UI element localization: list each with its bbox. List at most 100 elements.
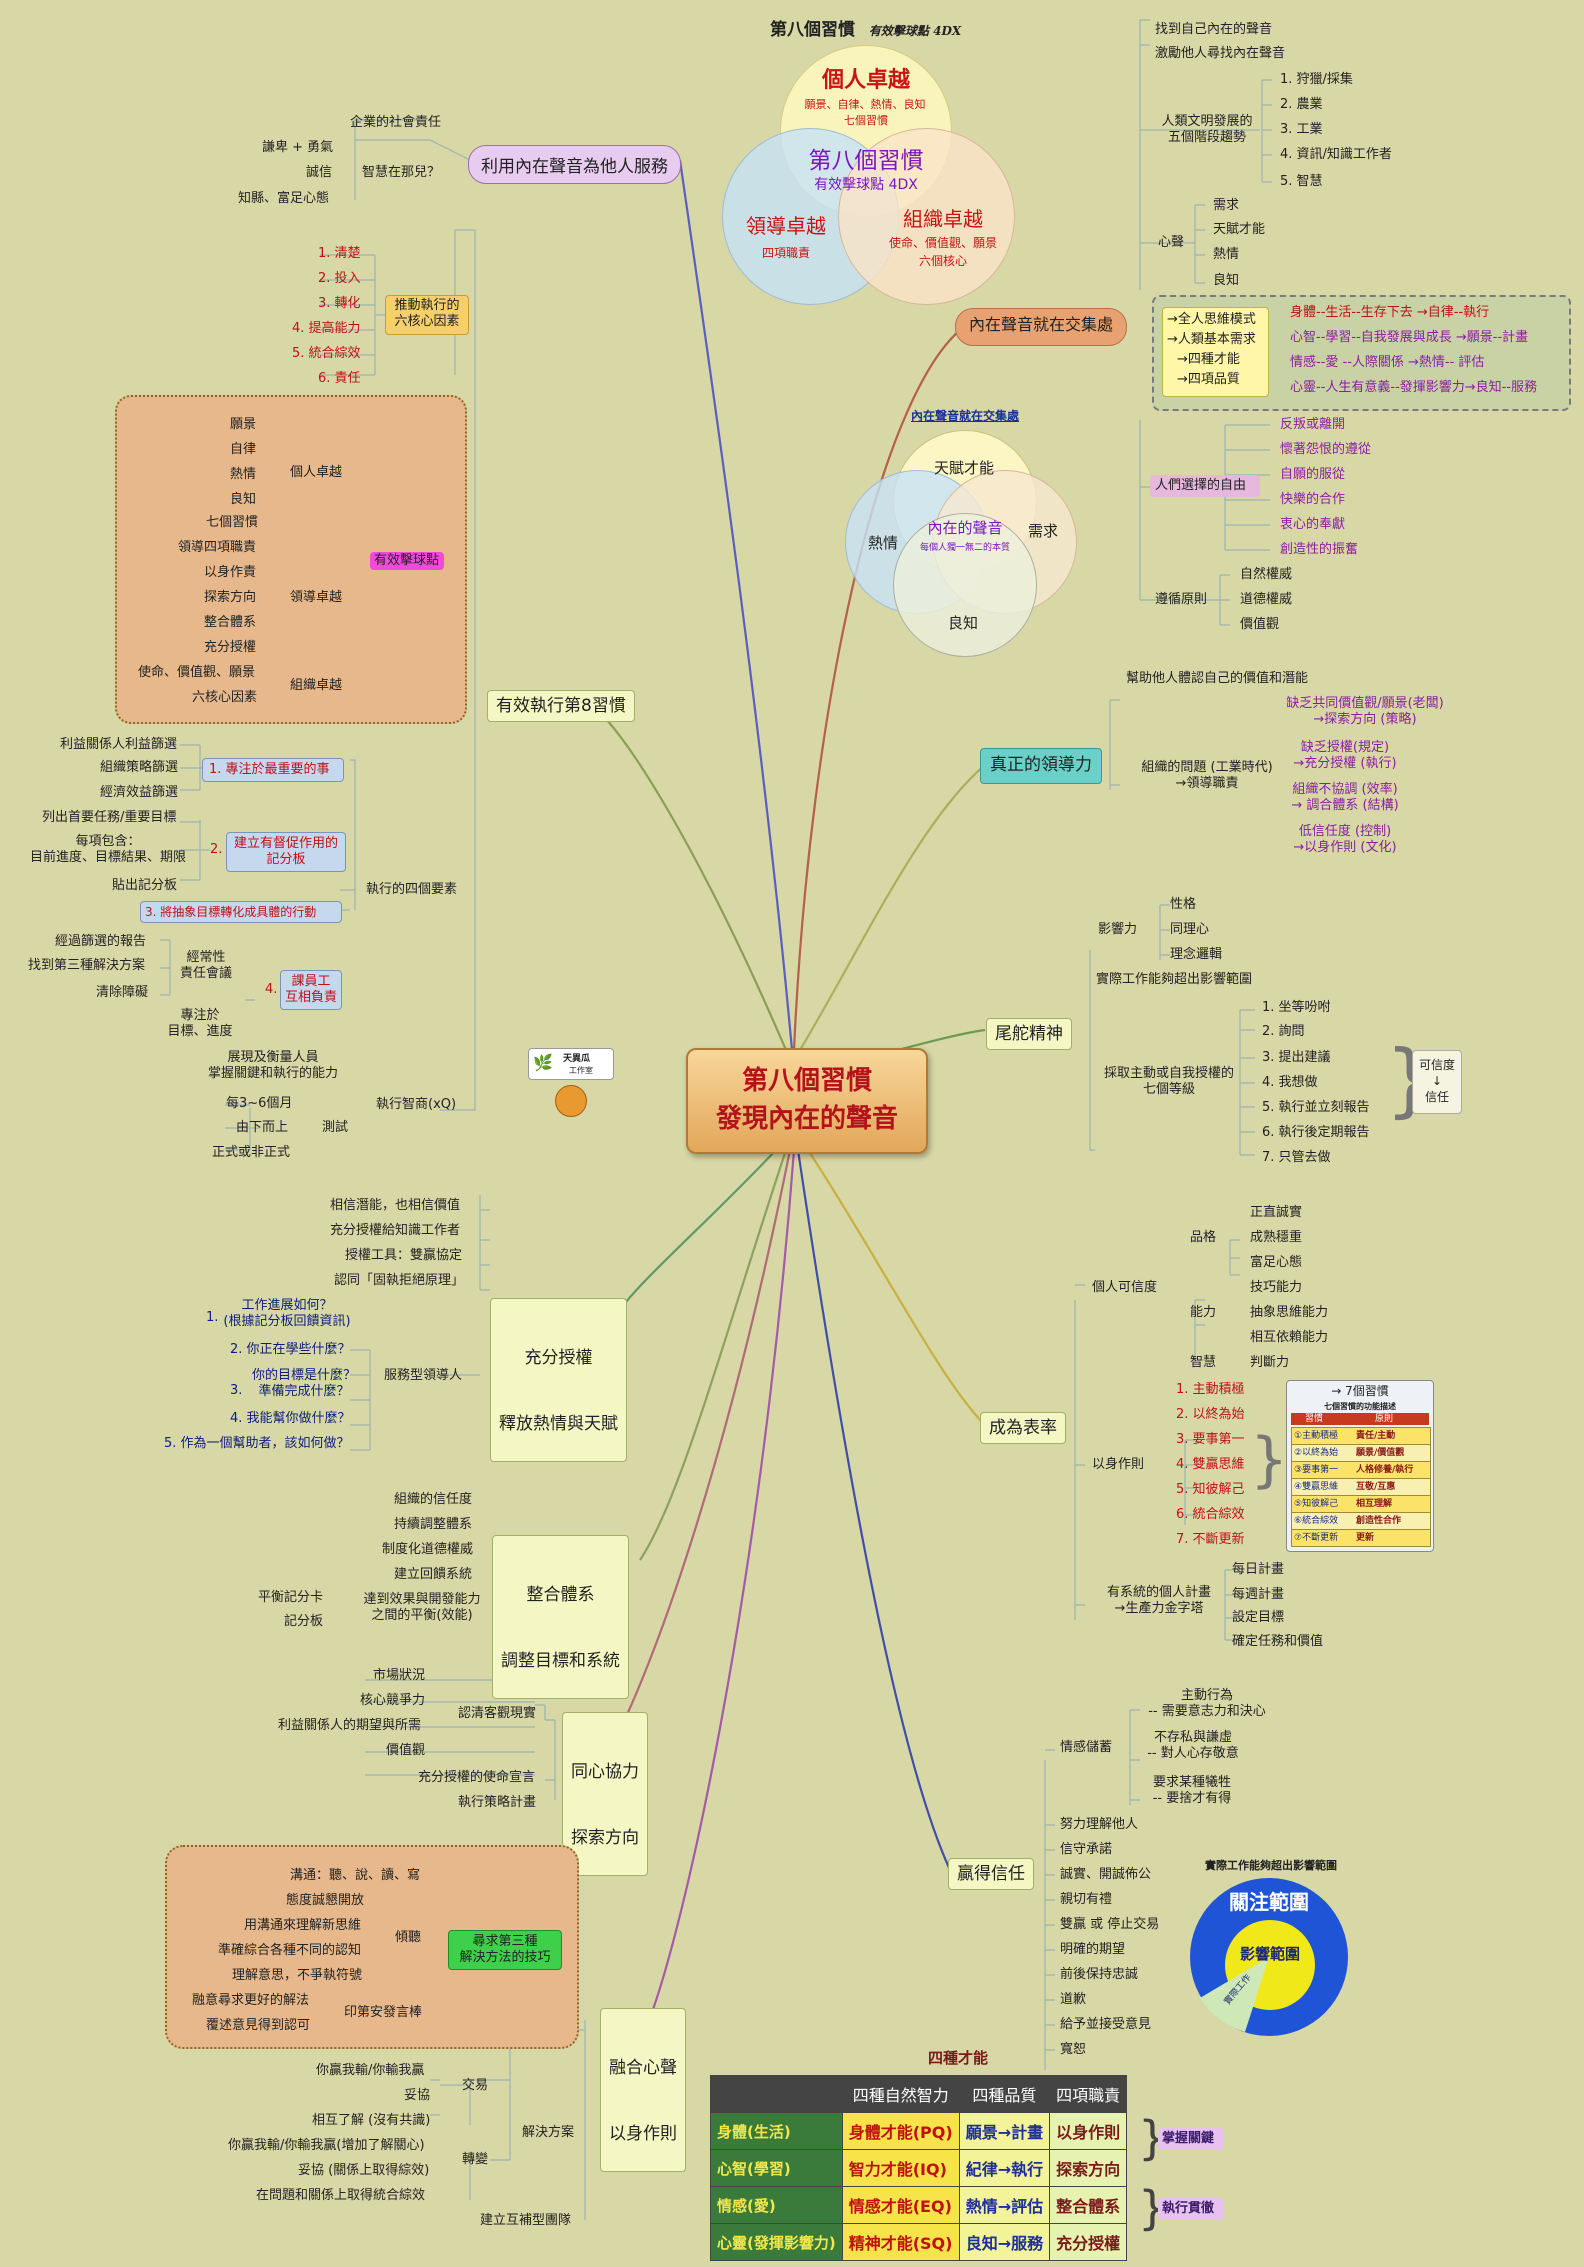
six-item-2: 2. 投入 xyxy=(318,271,361,286)
venn-personal-sub2: 七個習慣 xyxy=(844,114,888,127)
blend-seek: 融意尋求更好的解法 xyxy=(192,1993,310,2008)
civ-item-4: 4. 資訊/知識工作者 xyxy=(1280,147,1392,162)
leader-item-c: 組織不協調 (效率) → 調合體系 (結構) xyxy=(1291,782,1399,813)
choice-item-2: 懷著怨恨的遵從 xyxy=(1280,442,1372,457)
voice-choice: 人們選擇的自由 xyxy=(1150,475,1260,497)
habit-table-row: ①主動積極責任/主動 xyxy=(1291,1427,1431,1445)
transform-item-4: 在問題和關係上取得統合綜效 xyxy=(256,2188,426,2203)
center-line2: 發現內在的聲音 xyxy=(715,1104,898,1134)
branch-blend-1: 融合心聲 xyxy=(609,2058,677,2078)
blend-solution: 解決方案 xyxy=(522,2125,575,2140)
blend-transform: 轉變 xyxy=(462,2152,489,2167)
branch-exec8[interactable]: 有效執行第8習慣 xyxy=(487,690,635,722)
plan-item-1: 每日計畫 xyxy=(1232,1562,1285,1577)
principle-item-3: 價值觀 xyxy=(1240,617,1280,632)
habit-6: 6. 統合綜效 xyxy=(1176,1507,1245,1522)
branch-integrate-2: 調整目標和系統 xyxy=(501,1651,620,1671)
model-box-left: →全人思維模式 →人類基本需求 →四種才能 →四項品質 xyxy=(1162,307,1269,397)
four-cell: 熱情→評估 xyxy=(958,2186,1051,2224)
plan-item-4: 確定任務和價值 xyxy=(1232,1634,1324,1649)
org-item-2: 六核心因素 xyxy=(192,690,258,705)
branch-blend[interactable]: 融合心聲 以身作則 xyxy=(600,2008,686,2172)
civ-item-5: 5. 智慧 xyxy=(1280,174,1323,189)
habit-2: 2. 以終為始 xyxy=(1176,1407,1245,1422)
reality-item-1: 市場狀況 xyxy=(373,1668,426,1683)
four-title: 四種才能 xyxy=(928,2049,989,2067)
trust-item-2: 信守承諾 xyxy=(1060,1842,1113,1857)
character-item-2: 成熟穩重 xyxy=(1250,1230,1303,1245)
venn-mid-center1: 內在的聲音 xyxy=(927,519,1003,537)
habit-table-cell: 創造性合作 xyxy=(1356,1516,1402,1526)
model-character: 品格 xyxy=(1190,1230,1217,1245)
branch-model[interactable]: 成為表率 xyxy=(980,1412,1066,1444)
account-item-1: 主動行為 -- 需要意志力和決心 xyxy=(1148,1688,1266,1719)
f3-box: 3. 將抽象目標轉化成具體的行動 xyxy=(140,901,342,923)
ability-item-2: 抽象思維能力 xyxy=(1250,1305,1329,1320)
branch-delegate[interactable]: 充分授權 釋放熱情與天賦 xyxy=(490,1298,627,1462)
bracket2-label: 執行貫徹 xyxy=(1162,2201,1215,2216)
four-cell: 情感才能(EQ) xyxy=(841,2186,960,2224)
voice-choice-label: 人們選擇的自由 xyxy=(1155,478,1247,493)
six-core-title: 推動執行的 六核心因素 xyxy=(385,295,469,335)
circle-outer: 關注範圍 xyxy=(1229,1890,1309,1914)
serve-social: 企業的社會責任 xyxy=(350,115,442,130)
habit-table-cell: 相互理解 xyxy=(1356,1499,1393,1509)
six-item-1: 1. 清楚 xyxy=(318,246,361,261)
tail-initiative: 採取主動或自我授權的 七個等級 xyxy=(1103,1066,1234,1097)
tail-cred-box: 可信度 ↓ 信任 xyxy=(1412,1050,1462,1114)
leader-item-2: 以身作責 xyxy=(204,565,257,580)
choice-item-4: 快樂的合作 xyxy=(1280,492,1346,507)
branch-leader[interactable]: 真正的領導力 xyxy=(980,748,1102,784)
model-plan: 有系統的個人計畫 →生產力金字塔 xyxy=(1106,1585,1211,1616)
exec-xq: 執行智商(xQ) xyxy=(376,1097,457,1112)
logo-text1: 天異瓜 xyxy=(563,1054,591,1064)
f2-item-2: 每項包含： 目前進度、目標結果、期限 xyxy=(29,834,186,865)
branch-voice[interactable]: 內在聲音就在交集處 xyxy=(955,308,1127,346)
plan-item-2: 每週計畫 xyxy=(1232,1587,1285,1602)
title-sub: 有效擊球點 4DX xyxy=(868,24,962,38)
f2-item-1: 列出首要任務/重要目標 xyxy=(42,810,177,825)
branch-tail[interactable]: 尾舵精神 xyxy=(986,1018,1072,1050)
four-cell: 整合體系 xyxy=(1049,2186,1128,2224)
delegate-item-2: 充分授權給知識工作者 xyxy=(330,1223,461,1238)
branch-trust[interactable]: 贏得信任 xyxy=(948,1858,1034,1890)
venn-leader-title: 領導卓越 xyxy=(746,214,826,238)
four-cell: 智力才能(IQ) xyxy=(841,2149,960,2187)
leader-item-d: 低信任度 (控制) →以身作則 (文化) xyxy=(1293,824,1397,855)
trust-item-3: 誠實、開誠佈公 xyxy=(1060,1867,1152,1882)
integrate-item-3: 制度化道德權威 xyxy=(382,1542,474,1557)
branch-align-2: 探索方向 xyxy=(571,1828,639,1848)
four-head-cell: 四種品質 xyxy=(958,2075,1051,2113)
branch-integrate-1: 整合體系 xyxy=(526,1585,595,1605)
trust-item-7: 前後保持忠誠 xyxy=(1060,1967,1139,1982)
habit-table-row: ②以終為始願景/價值觀 xyxy=(1291,1444,1431,1462)
habit-1: 1. 主動積極 xyxy=(1176,1382,1245,1397)
heart-item-1: 需求 xyxy=(1213,198,1240,213)
model-example: 以身作則 xyxy=(1092,1457,1145,1472)
level-7: 7. 只管去做 xyxy=(1262,1150,1331,1165)
branch-serve[interactable]: 利用內在聲音為他人服務 xyxy=(468,145,681,184)
blend-print: 印第安發言棒 xyxy=(344,2005,423,2020)
branch-blend-2: 以身作則 xyxy=(609,2124,677,2144)
branch-integrate[interactable]: 整合體系 調整目標和系統 xyxy=(492,1535,629,1699)
venn-mid-bottom: 良知 xyxy=(947,614,978,632)
civ-item-2: 2. 農業 xyxy=(1280,97,1323,112)
leader-org-q: 組織的問題 (工業時代) →領導職責 xyxy=(1141,760,1273,791)
model-box-4: →四項品質 xyxy=(1177,372,1240,387)
f4-label: 課員工 互相負責 xyxy=(284,974,337,1005)
serve-humble: 謙卑 + 勇氣 xyxy=(262,140,334,155)
listen-item-5: 理解意思，不爭執符號 xyxy=(232,1968,363,1983)
center-topic[interactable]: 第八個習慣 發現內在的聲音 xyxy=(686,1048,928,1154)
four-head-cell: 四種自然智力 xyxy=(841,2075,960,2113)
trust-item-10: 寬恕 xyxy=(1060,2042,1087,2057)
trade-item-2: 妥協 xyxy=(404,2088,431,2103)
venn-org-sub2: 六個核心 xyxy=(918,254,967,268)
leader-item-3: 探索方向 xyxy=(204,590,257,605)
civ-item-1: 1. 狩獵/採集 xyxy=(1280,72,1353,87)
four-cell: 以身作則 xyxy=(1049,2112,1128,2150)
branch-align[interactable]: 同心協力 探索方向 xyxy=(562,1712,648,1876)
exec-org: 組織卓越 xyxy=(290,678,343,693)
venn-org-sub1: 使命、價值觀、願景 xyxy=(888,236,997,250)
f4-focus: 專注於 目標、進度 xyxy=(167,1008,233,1039)
